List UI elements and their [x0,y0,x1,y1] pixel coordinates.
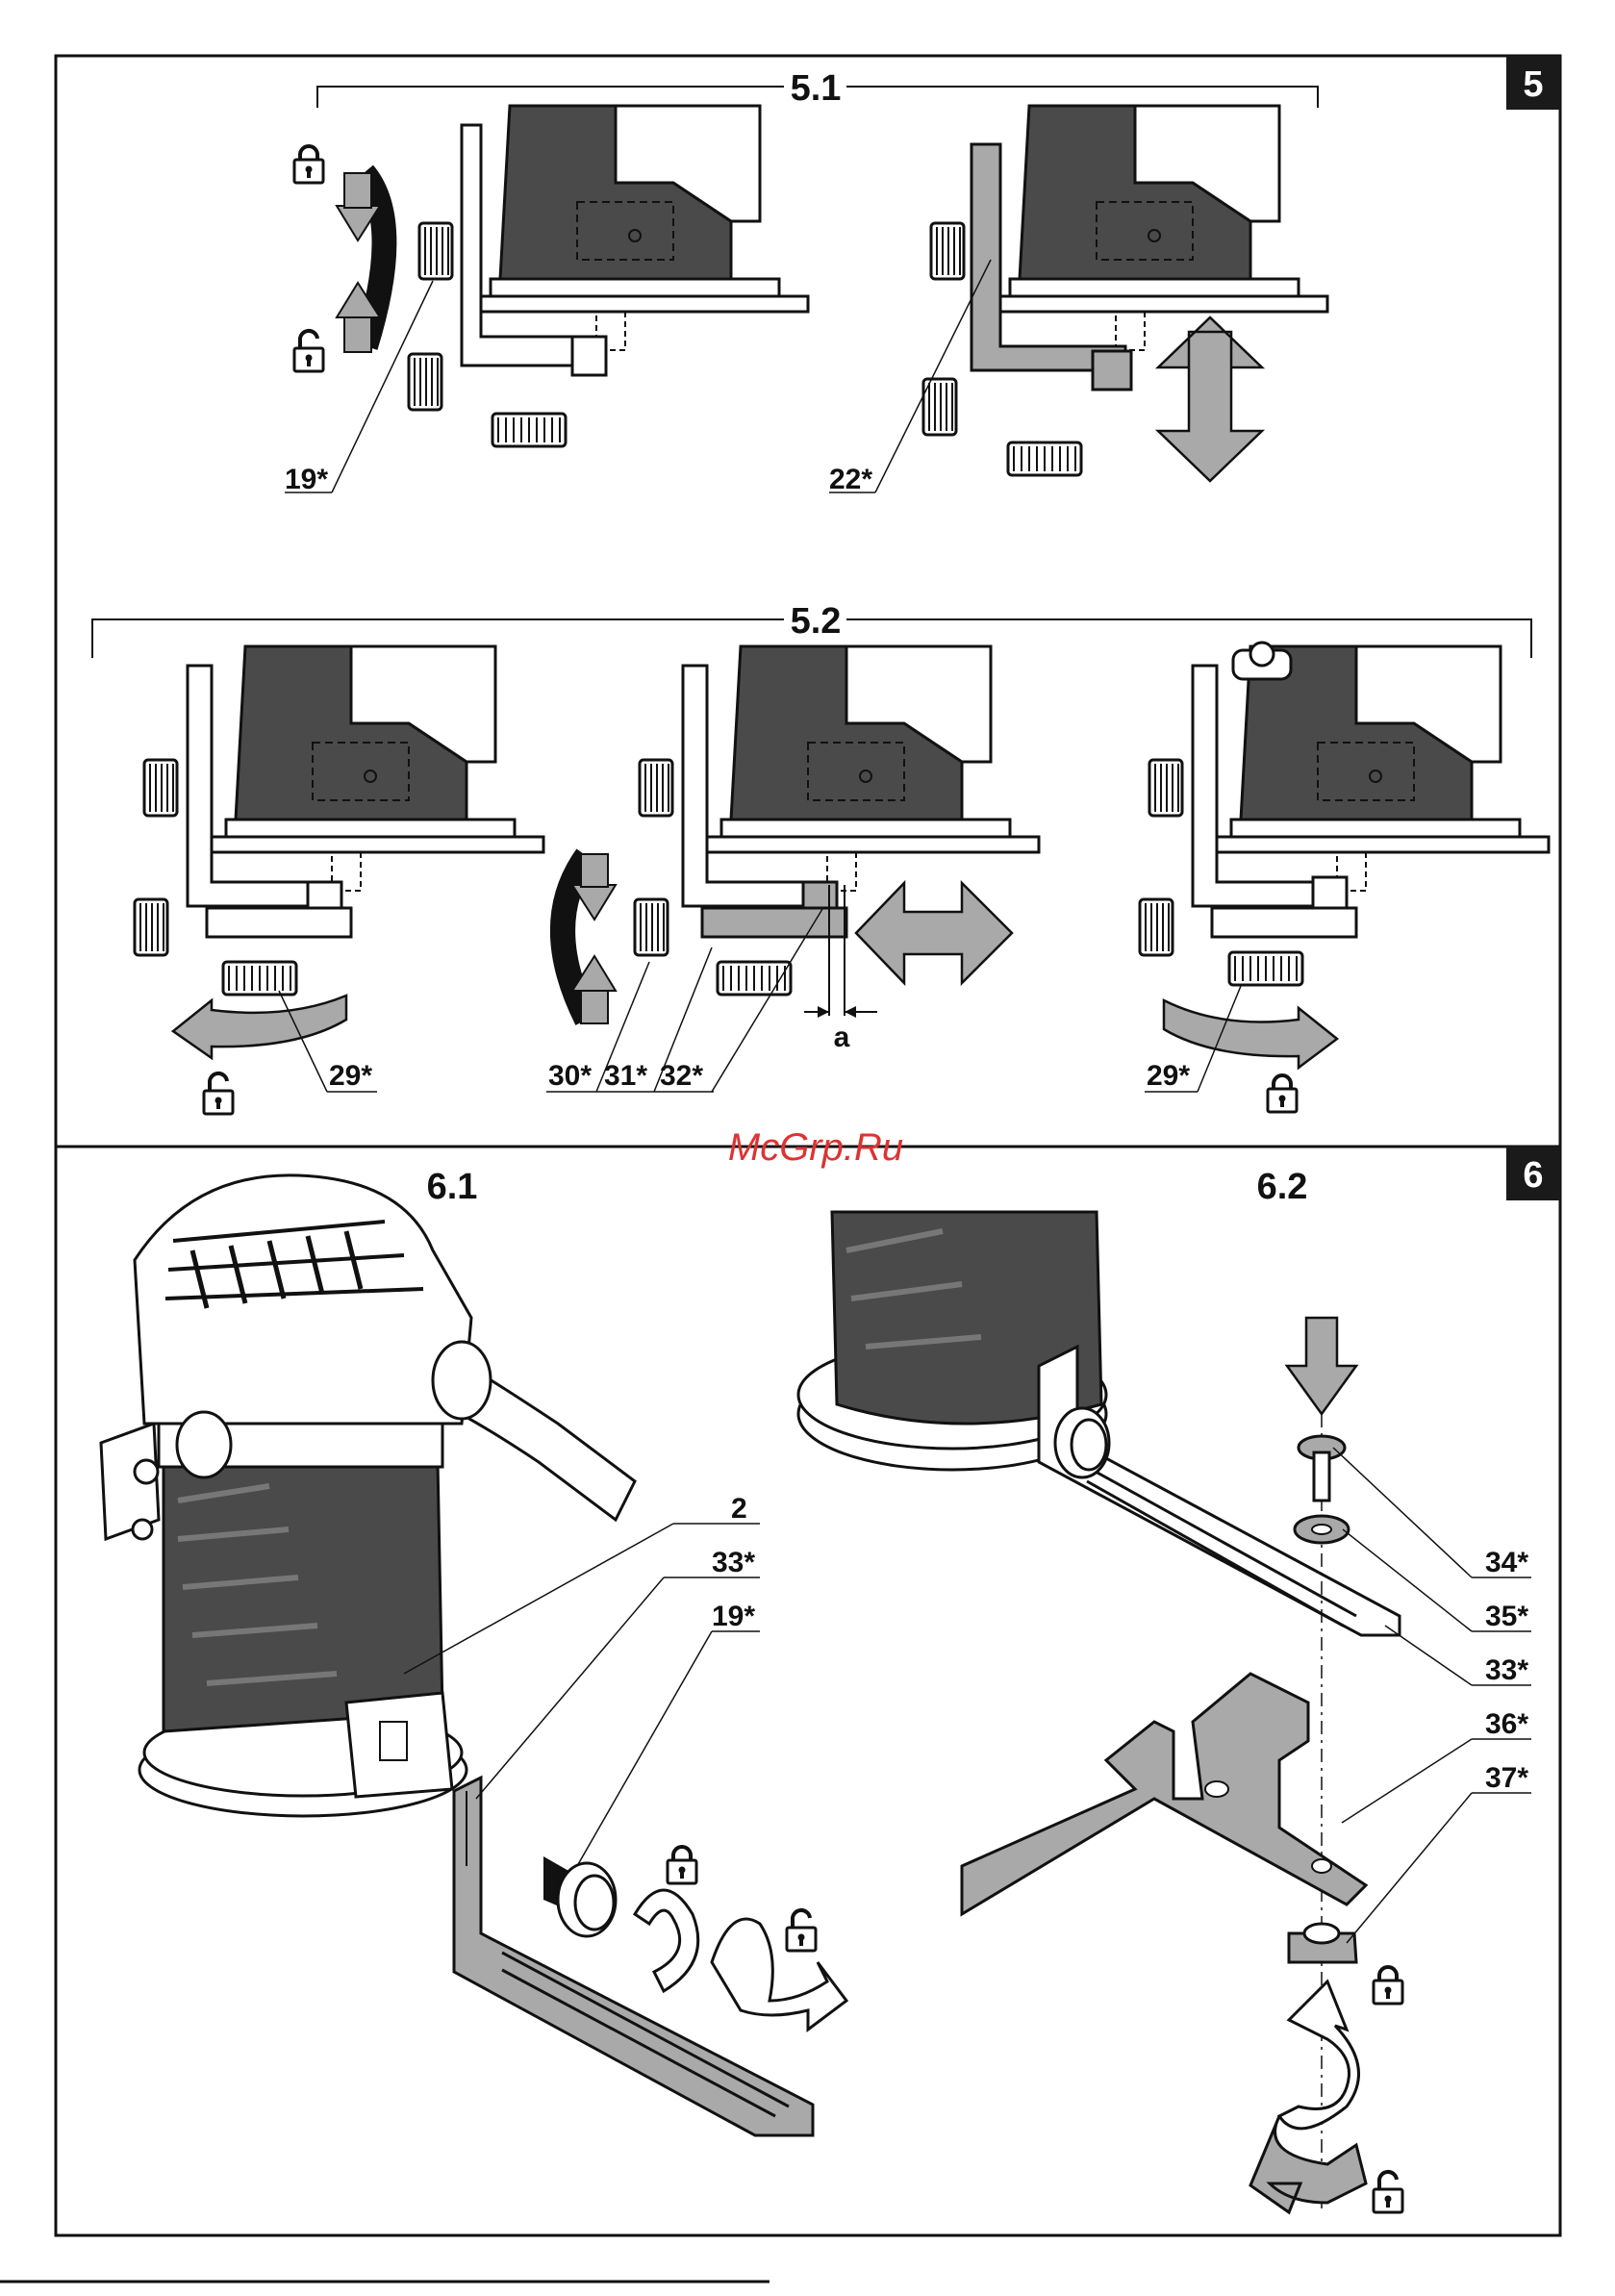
section-5-2-title: 5.2 [791,601,842,642]
lock-icon [294,146,323,183]
double-arrow-icon [856,883,1012,983]
rotate-arrow-icon [563,854,616,1023]
rotate-arrow-icon [337,173,385,352]
router-illustration-5-2-right [1193,646,1549,937]
section-5-2: 5.2 29* [92,601,1549,1114]
depth-knob-22 [1008,442,1081,475]
clamp-knob-22 [931,223,964,279]
router-illustration-5-2-left [188,646,543,937]
unlock-icon [1374,2172,1402,2212]
section-5-1-title: 5.1 [791,68,842,109]
adjust-knob-right [1140,899,1173,955]
unlock-icon [294,331,323,371]
callout-2: 2 [731,1493,747,1525]
screw-34 [1299,1436,1345,1501]
callout-29-left: 29* [329,1060,372,1092]
clamp-knob-19 [543,1856,616,1936]
rotate-arrow-icon [1250,2116,1366,2212]
clamp-knob-middle [640,760,672,816]
depth-knob [492,414,566,446]
callout-37: 37* [1485,1762,1528,1794]
callout-35: 35* [1485,1601,1528,1632]
depth-knob-29-left [223,962,296,995]
callout-32: 32* [660,1060,703,1092]
rotate-arrow-icon [173,996,346,1058]
callout-19-b: 19* [712,1601,755,1632]
router-illustration-6-1 [101,1175,635,1816]
adjust-knob-left [135,899,167,955]
section-6-2-title: 6.2 [1257,1167,1308,1207]
unlock-icon [787,1910,816,1951]
double-arrow-icon [1158,317,1262,481]
unlock-icon [204,1073,233,1114]
rotate-arrow-icon [635,1890,698,1991]
callout-30: 30* [548,1060,592,1092]
lock-icon [668,1847,696,1883]
figure-6-badge: 6 [1506,1147,1560,1200]
clamp-knob-19 [419,223,452,279]
washer-35 [1295,1516,1349,1543]
watermark: McGrp.Ru [728,1126,903,1169]
lock-icon [1374,1967,1402,2004]
wing-nut-37 [1289,1924,1356,1962]
callout-33-left: 33* [712,1547,755,1578]
callout-19: 19* [285,464,328,495]
figure-5-number: 5 [1523,64,1543,105]
router-illustration-6-2 [798,1212,1400,1635]
callout-31: 31* [604,1060,647,1092]
section-6-2: 6.2 [798,1167,1531,2212]
adjust-knob-22 [923,379,956,435]
figure-6-number: 6 [1523,1155,1543,1196]
callout-22: 22* [829,464,872,495]
section-6-1-title: 6.1 [427,1167,478,1207]
lock-icon [1268,1075,1297,1112]
rotate-arrow-icon [1279,1981,1359,2129]
clamp-knob-left [144,760,177,816]
adjust-knob-30 [635,899,668,955]
rotate-arrow-icon [1164,1000,1337,1068]
adjust-knob-lower [409,354,442,410]
figure-5-badge: 5 [1506,56,1560,110]
rotate-arrow-icon [712,1919,846,2030]
callout-36: 36* [1485,1708,1528,1740]
guide-foot-36 [962,1674,1366,1914]
callout-34: 34* [1485,1547,1528,1578]
clamp-knob-right [1149,760,1182,816]
router-illustration-5-1-right [981,106,1327,350]
section-5-1: 5.1 19* [285,68,1327,495]
section-6-1: 6.1 [101,1167,846,2135]
callout-a: a [834,1022,850,1053]
down-arrow-icon [1287,1318,1356,1414]
router-illustration-5-1-left [462,106,808,375]
callout-33-right: 33* [1485,1654,1528,1686]
callout-29-right: 29* [1147,1060,1190,1092]
depth-knob-29-right [1229,952,1302,985]
router-illustration-5-2-middle [683,646,1039,937]
